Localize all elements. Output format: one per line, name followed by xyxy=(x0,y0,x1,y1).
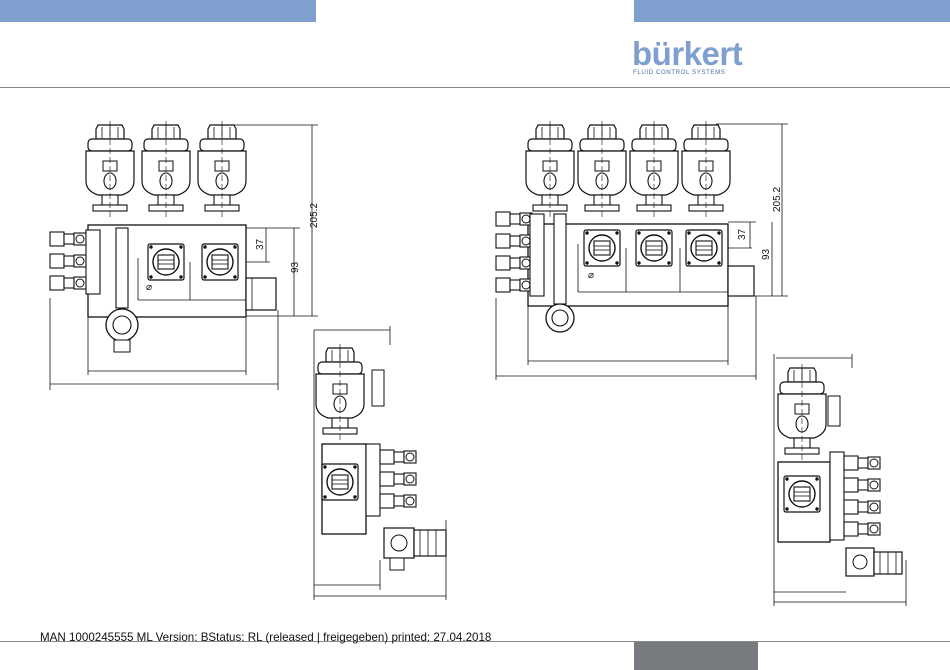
logo-word: bürkert xyxy=(632,34,742,74)
left-diameter-symbol: ⌀ xyxy=(146,282,152,293)
burkert-logo: bürkert FLUID CONTROL SYSTEMS xyxy=(632,40,732,80)
footer-page-tab xyxy=(634,642,758,670)
right-front-view xyxy=(496,121,788,380)
right-side-view xyxy=(774,354,906,606)
left-side-view xyxy=(314,326,446,600)
right-dim-93: 93 xyxy=(761,248,772,260)
left-front-view xyxy=(50,121,318,390)
logo-tagline: FLUID CONTROL SYSTEMS xyxy=(633,69,725,76)
right-dim-205: 205.2 xyxy=(772,187,783,212)
header-bar-left xyxy=(0,0,316,22)
technical-drawing: 205.2 37 93 ⌀ 205.2 37 93 ⌀ xyxy=(0,95,950,615)
left-dim-37: 37 xyxy=(255,238,266,250)
header-bar-right xyxy=(634,0,950,22)
header-rule xyxy=(0,87,950,88)
footer-document-info: MAN 1000245555 ML Version: BStatus: RL (… xyxy=(40,631,491,644)
left-dim-205: 205.2 xyxy=(309,203,320,228)
right-dim-37: 37 xyxy=(737,228,748,240)
right-diameter-symbol: ⌀ xyxy=(588,270,594,281)
left-dim-93: 93 xyxy=(290,261,301,273)
